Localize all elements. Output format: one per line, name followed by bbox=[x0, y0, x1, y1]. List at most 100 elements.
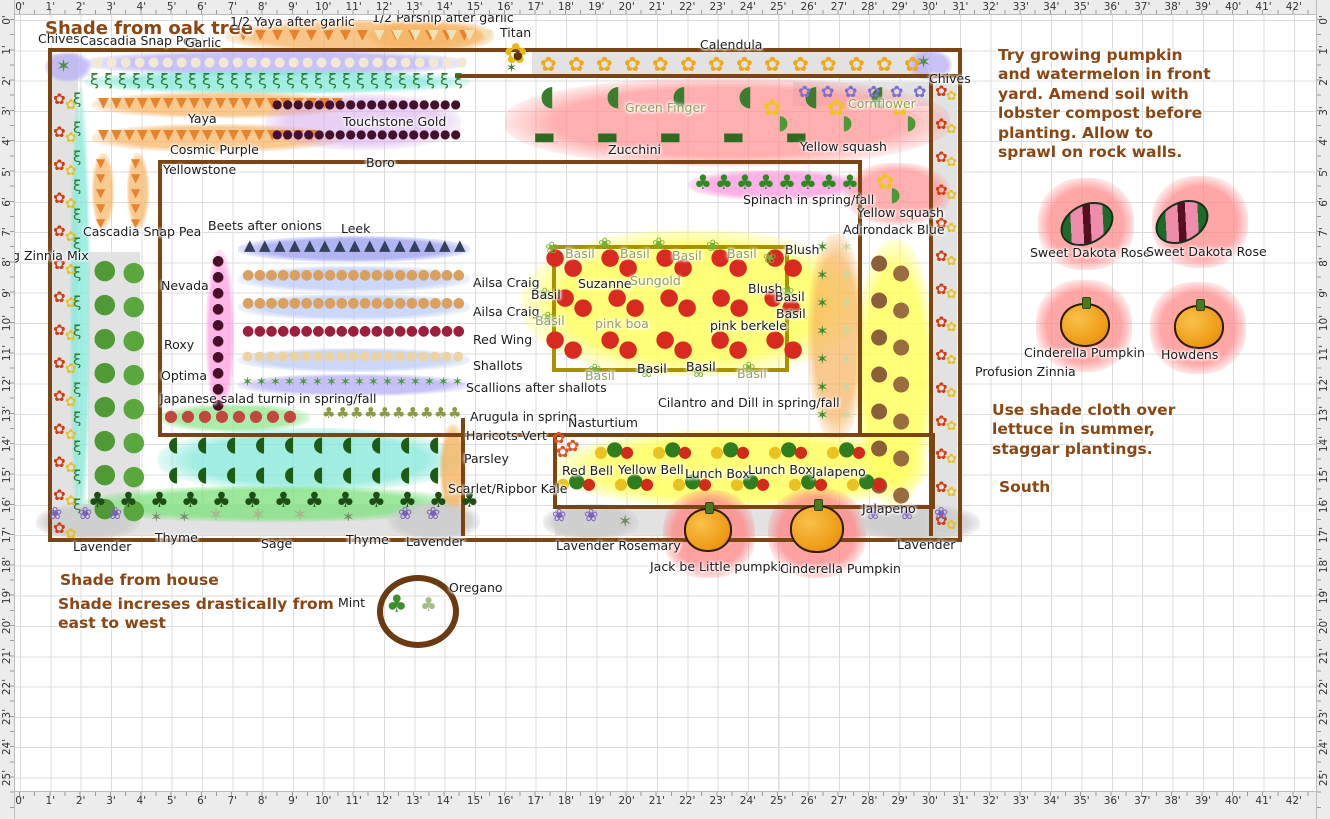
beets-after-onions-col[interactable]: ● bbox=[212, 318, 224, 332]
ailsa-craig-row2[interactable]: ● bbox=[277, 296, 289, 310]
basil-plants[interactable]: ❀ bbox=[598, 236, 611, 252]
yaya-carrot-row[interactable]: ▼ bbox=[98, 96, 109, 110]
touchstone-gold-row1[interactable]: ● bbox=[440, 98, 450, 110]
pea-row[interactable]: ξ bbox=[272, 72, 281, 88]
calendula-row[interactable]: ✿ bbox=[736, 54, 753, 74]
cucumber-row2[interactable]: ◖ bbox=[429, 464, 440, 485]
red-wing-row[interactable]: ● bbox=[453, 324, 465, 338]
japanese-turnip-row[interactable]: ● bbox=[249, 408, 263, 424]
ailsa-craig-row2[interactable]: ● bbox=[347, 296, 359, 310]
marigold-col-yellow[interactable]: ✿ bbox=[946, 486, 957, 499]
pepper-row1-red[interactable]: ● bbox=[678, 444, 692, 460]
marigold-col-yellow[interactable]: ✿ bbox=[946, 453, 957, 466]
cucumber-row2[interactable]: ◖ bbox=[168, 464, 179, 485]
cucumber-row2[interactable]: ◖ bbox=[255, 464, 266, 485]
zucchini-row[interactable]: ▬ bbox=[722, 124, 745, 148]
pepper-row1-red[interactable]: ● bbox=[852, 444, 866, 460]
touchstone-gold-row1[interactable]: ● bbox=[314, 98, 324, 110]
arugula-row[interactable]: ♣ bbox=[448, 406, 461, 421]
pea-row[interactable]: ξ bbox=[230, 72, 239, 88]
pea-row[interactable]: ξ bbox=[160, 72, 169, 88]
ailsa-craig-row2[interactable]: ● bbox=[371, 296, 383, 310]
ailsa-craig-row2[interactable]: ● bbox=[265, 296, 277, 310]
red-wing-row[interactable]: ● bbox=[242, 324, 254, 338]
lettuce-col1[interactable]: ● bbox=[93, 324, 117, 351]
yaya-after-garlic-carrots[interactable]: ▼ bbox=[272, 28, 283, 42]
kale-row[interactable]: ♣ bbox=[367, 490, 386, 511]
leek-row[interactable]: ▲ bbox=[304, 238, 316, 253]
ailsa-craig-row2[interactable]: ● bbox=[394, 296, 406, 310]
yaya-carrot-row[interactable]: ▼ bbox=[241, 96, 252, 110]
parsnip-after-garlic[interactable]: ▼ bbox=[374, 28, 385, 42]
garlic-row[interactable]: ● bbox=[92, 56, 103, 69]
adirondack-potatoes-a[interactable]: ● bbox=[870, 326, 888, 347]
cucumber-row2[interactable]: ◖ bbox=[342, 464, 353, 485]
touchstone-gold-row2[interactable]: ● bbox=[293, 128, 303, 140]
shallot-row[interactable]: ● bbox=[289, 350, 300, 363]
cucumber-row1[interactable]: ◖ bbox=[342, 434, 353, 455]
touchstone-gold-row2[interactable]: ● bbox=[283, 128, 293, 140]
calendula-row[interactable]: ✿ bbox=[680, 54, 697, 74]
red-wing-row[interactable]: ● bbox=[371, 324, 383, 338]
cosmic-purple-row[interactable]: ▼ bbox=[228, 128, 239, 142]
adirondack-potatoes-a[interactable]: ● bbox=[870, 400, 888, 421]
leek-row[interactable]: ▲ bbox=[394, 238, 406, 253]
lavender-rosemary-lavender[interactable]: ❀ bbox=[584, 508, 598, 525]
cucumber-row1[interactable]: ◖ bbox=[197, 434, 208, 455]
yaya-carrot-row[interactable]: ▼ bbox=[254, 96, 265, 110]
scallion-row[interactable]: ✶ bbox=[396, 376, 407, 389]
leek-row[interactable]: ▲ bbox=[379, 238, 391, 253]
calendula-row[interactable]: ✿ bbox=[624, 54, 641, 74]
garlic-row[interactable]: ● bbox=[148, 56, 159, 69]
ailsa-craig-row2[interactable]: ● bbox=[242, 296, 254, 310]
red-wing-row[interactable]: ● bbox=[289, 324, 301, 338]
leek-row[interactable]: ▲ bbox=[244, 238, 256, 253]
ailsa-craig-row1[interactable]: ● bbox=[406, 268, 418, 282]
beets-after-onions-col[interactable]: ● bbox=[212, 366, 224, 380]
shallot-row[interactable]: ● bbox=[265, 350, 276, 363]
snap-pea-column[interactable]: ξ bbox=[73, 469, 81, 484]
touchstone-gold-row1[interactable]: ● bbox=[272, 98, 282, 110]
yaya-after-garlic-carrots[interactable]: ▼ bbox=[255, 28, 266, 42]
red-wing-row[interactable]: ● bbox=[277, 324, 289, 338]
garlic-row[interactable]: ● bbox=[358, 56, 369, 69]
sage-row[interactable]: ✶ bbox=[292, 506, 308, 525]
thyme-right[interactable]: ✶ bbox=[342, 510, 355, 525]
calendula-row[interactable]: ✿ bbox=[540, 54, 557, 74]
touchstone-gold-row2[interactable]: ● bbox=[451, 128, 461, 140]
yaya-carrot-row[interactable]: ▼ bbox=[163, 96, 174, 110]
touchstone-gold-row1[interactable]: ● bbox=[398, 98, 408, 110]
leek-row[interactable]: ▲ bbox=[364, 238, 376, 253]
garlic-row[interactable]: ● bbox=[344, 56, 355, 69]
pea-row[interactable]: ξ bbox=[426, 72, 435, 88]
touchstone-gold-row2[interactable]: ● bbox=[398, 128, 408, 140]
touchstone-gold-row1[interactable]: ● bbox=[293, 98, 303, 110]
ailsa-craig-row1[interactable]: ● bbox=[254, 268, 266, 282]
pea-row[interactable]: ξ bbox=[202, 72, 211, 88]
yaya-carrot-row[interactable]: ▼ bbox=[228, 96, 239, 110]
pea-row[interactable]: ξ bbox=[258, 72, 267, 88]
garlic-row[interactable]: ● bbox=[288, 56, 299, 69]
green-finger-cucumbers[interactable]: ◖ bbox=[738, 82, 753, 110]
lettuce-col2[interactable]: ● bbox=[122, 394, 146, 421]
tomato-row2b[interactable]: ● bbox=[729, 296, 749, 319]
calendula-row[interactable]: ✿ bbox=[820, 54, 837, 74]
pumpkin-howdens-front[interactable] bbox=[1174, 305, 1224, 349]
touchstone-gold-row1[interactable]: ● bbox=[304, 98, 314, 110]
shallot-row[interactable]: ● bbox=[254, 350, 265, 363]
yellowstone-carrot-col1[interactable]: ▼ bbox=[96, 202, 105, 214]
mint-plant[interactable]: ♣ bbox=[386, 592, 408, 616]
garlic-row[interactable]: ● bbox=[274, 56, 285, 69]
ailsa-craig-row1[interactable]: ● bbox=[336, 268, 348, 282]
big-zinnia-col-red[interactable]: ✿ bbox=[53, 389, 66, 404]
scallion-row[interactable]: ✶ bbox=[438, 376, 449, 389]
leek-row[interactable]: ▲ bbox=[454, 238, 466, 253]
basil-plants[interactable]: ❀ bbox=[545, 240, 558, 256]
dill-column[interactable]: ✶ bbox=[840, 408, 853, 423]
garlic-row[interactable]: ● bbox=[106, 56, 117, 69]
ailsa-craig-row2[interactable]: ● bbox=[441, 296, 453, 310]
ailsa-craig-row2[interactable]: ● bbox=[453, 296, 465, 310]
cosmic-purple-row[interactable]: ▼ bbox=[254, 128, 265, 142]
pea-row[interactable]: ξ bbox=[454, 72, 463, 88]
marigold-col-yellow[interactable]: ✿ bbox=[946, 123, 957, 136]
